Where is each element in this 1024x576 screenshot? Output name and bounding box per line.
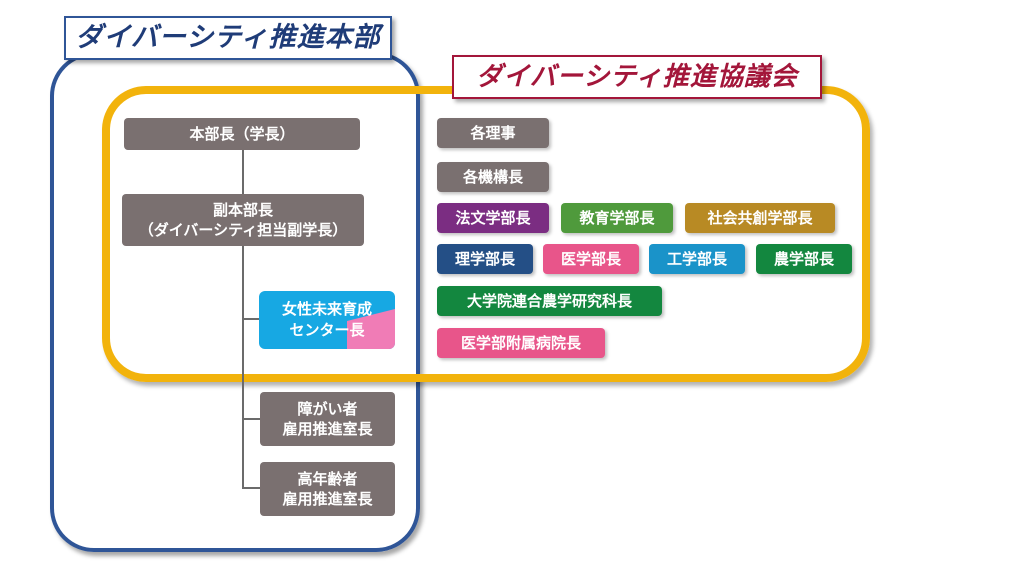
council-title: ダイバーシティ推進協議会 <box>452 55 822 99</box>
member-united-graduate-agriculture: 大学院連合農学研究科長 <box>437 286 662 316</box>
women-center-text: 女性未来育成 センター長 <box>282 299 372 341</box>
elderly-box: 高年齢者 雇用推進室長 <box>260 462 395 516</box>
member-label: 大学院連合農学研究科長 <box>466 292 632 310</box>
head-label: 本部長（学長） <box>189 125 295 143</box>
disability-line1: 障がい者 <box>297 400 358 418</box>
women-center-line1: 女性未来育成 <box>281 300 372 318</box>
member-label: 医学部長 <box>560 250 621 268</box>
disability-box: 障がい者 雇用推進室長 <box>260 392 395 446</box>
head-box: 本部長（学長） <box>124 118 360 150</box>
member-agriculture-dean: 農学部長 <box>756 244 852 274</box>
women-center-box: 女性未来育成 センター長 <box>259 291 395 349</box>
connector-main-vertical <box>242 246 244 488</box>
connector-disability <box>242 418 260 420</box>
women-center-line2: センター長 <box>289 321 365 339</box>
member-hospital-director: 医学部附属病院長 <box>437 328 605 358</box>
member-science-dean: 理学部長 <box>437 244 533 274</box>
member-label: 理学部長 <box>454 250 515 268</box>
headquarters-title: ダイバーシティ推進本部 <box>64 16 392 60</box>
deputy-label-line2: （ダイバーシティ担当副学長） <box>138 221 348 239</box>
member-label: 各機構長 <box>462 168 523 186</box>
member-education-dean: 教育学部長 <box>561 203 673 233</box>
connector-head-deputy <box>242 150 244 194</box>
elderly-line2: 雇用推進室長 <box>282 490 373 508</box>
member-label: 社会共創学部長 <box>707 209 813 227</box>
elderly-line1: 高年齢者 <box>297 470 358 488</box>
connector-women-center <box>242 318 260 320</box>
connector-elderly <box>242 487 260 489</box>
member-directors: 各理事 <box>437 118 549 148</box>
member-engineering-dean: 工学部長 <box>649 244 745 274</box>
disability-line2: 雇用推進室長 <box>282 420 373 438</box>
member-label: 各理事 <box>470 124 516 142</box>
member-label: 工学部長 <box>666 250 727 268</box>
member-label: 農学部長 <box>773 250 834 268</box>
deputy-label-line1: 副本部長 <box>212 201 273 219</box>
member-organization-heads: 各機構長 <box>437 162 549 192</box>
member-label: 教育学部長 <box>579 209 655 227</box>
member-label: 法文学部長 <box>455 209 531 227</box>
member-law-letters-dean: 法文学部長 <box>437 203 549 233</box>
member-medicine-dean: 医学部長 <box>543 244 639 274</box>
deputy-box: 副本部長 （ダイバーシティ担当副学長） <box>122 194 364 246</box>
member-label: 医学部附属病院長 <box>460 334 581 352</box>
member-social-cocreation-dean: 社会共創学部長 <box>685 203 835 233</box>
